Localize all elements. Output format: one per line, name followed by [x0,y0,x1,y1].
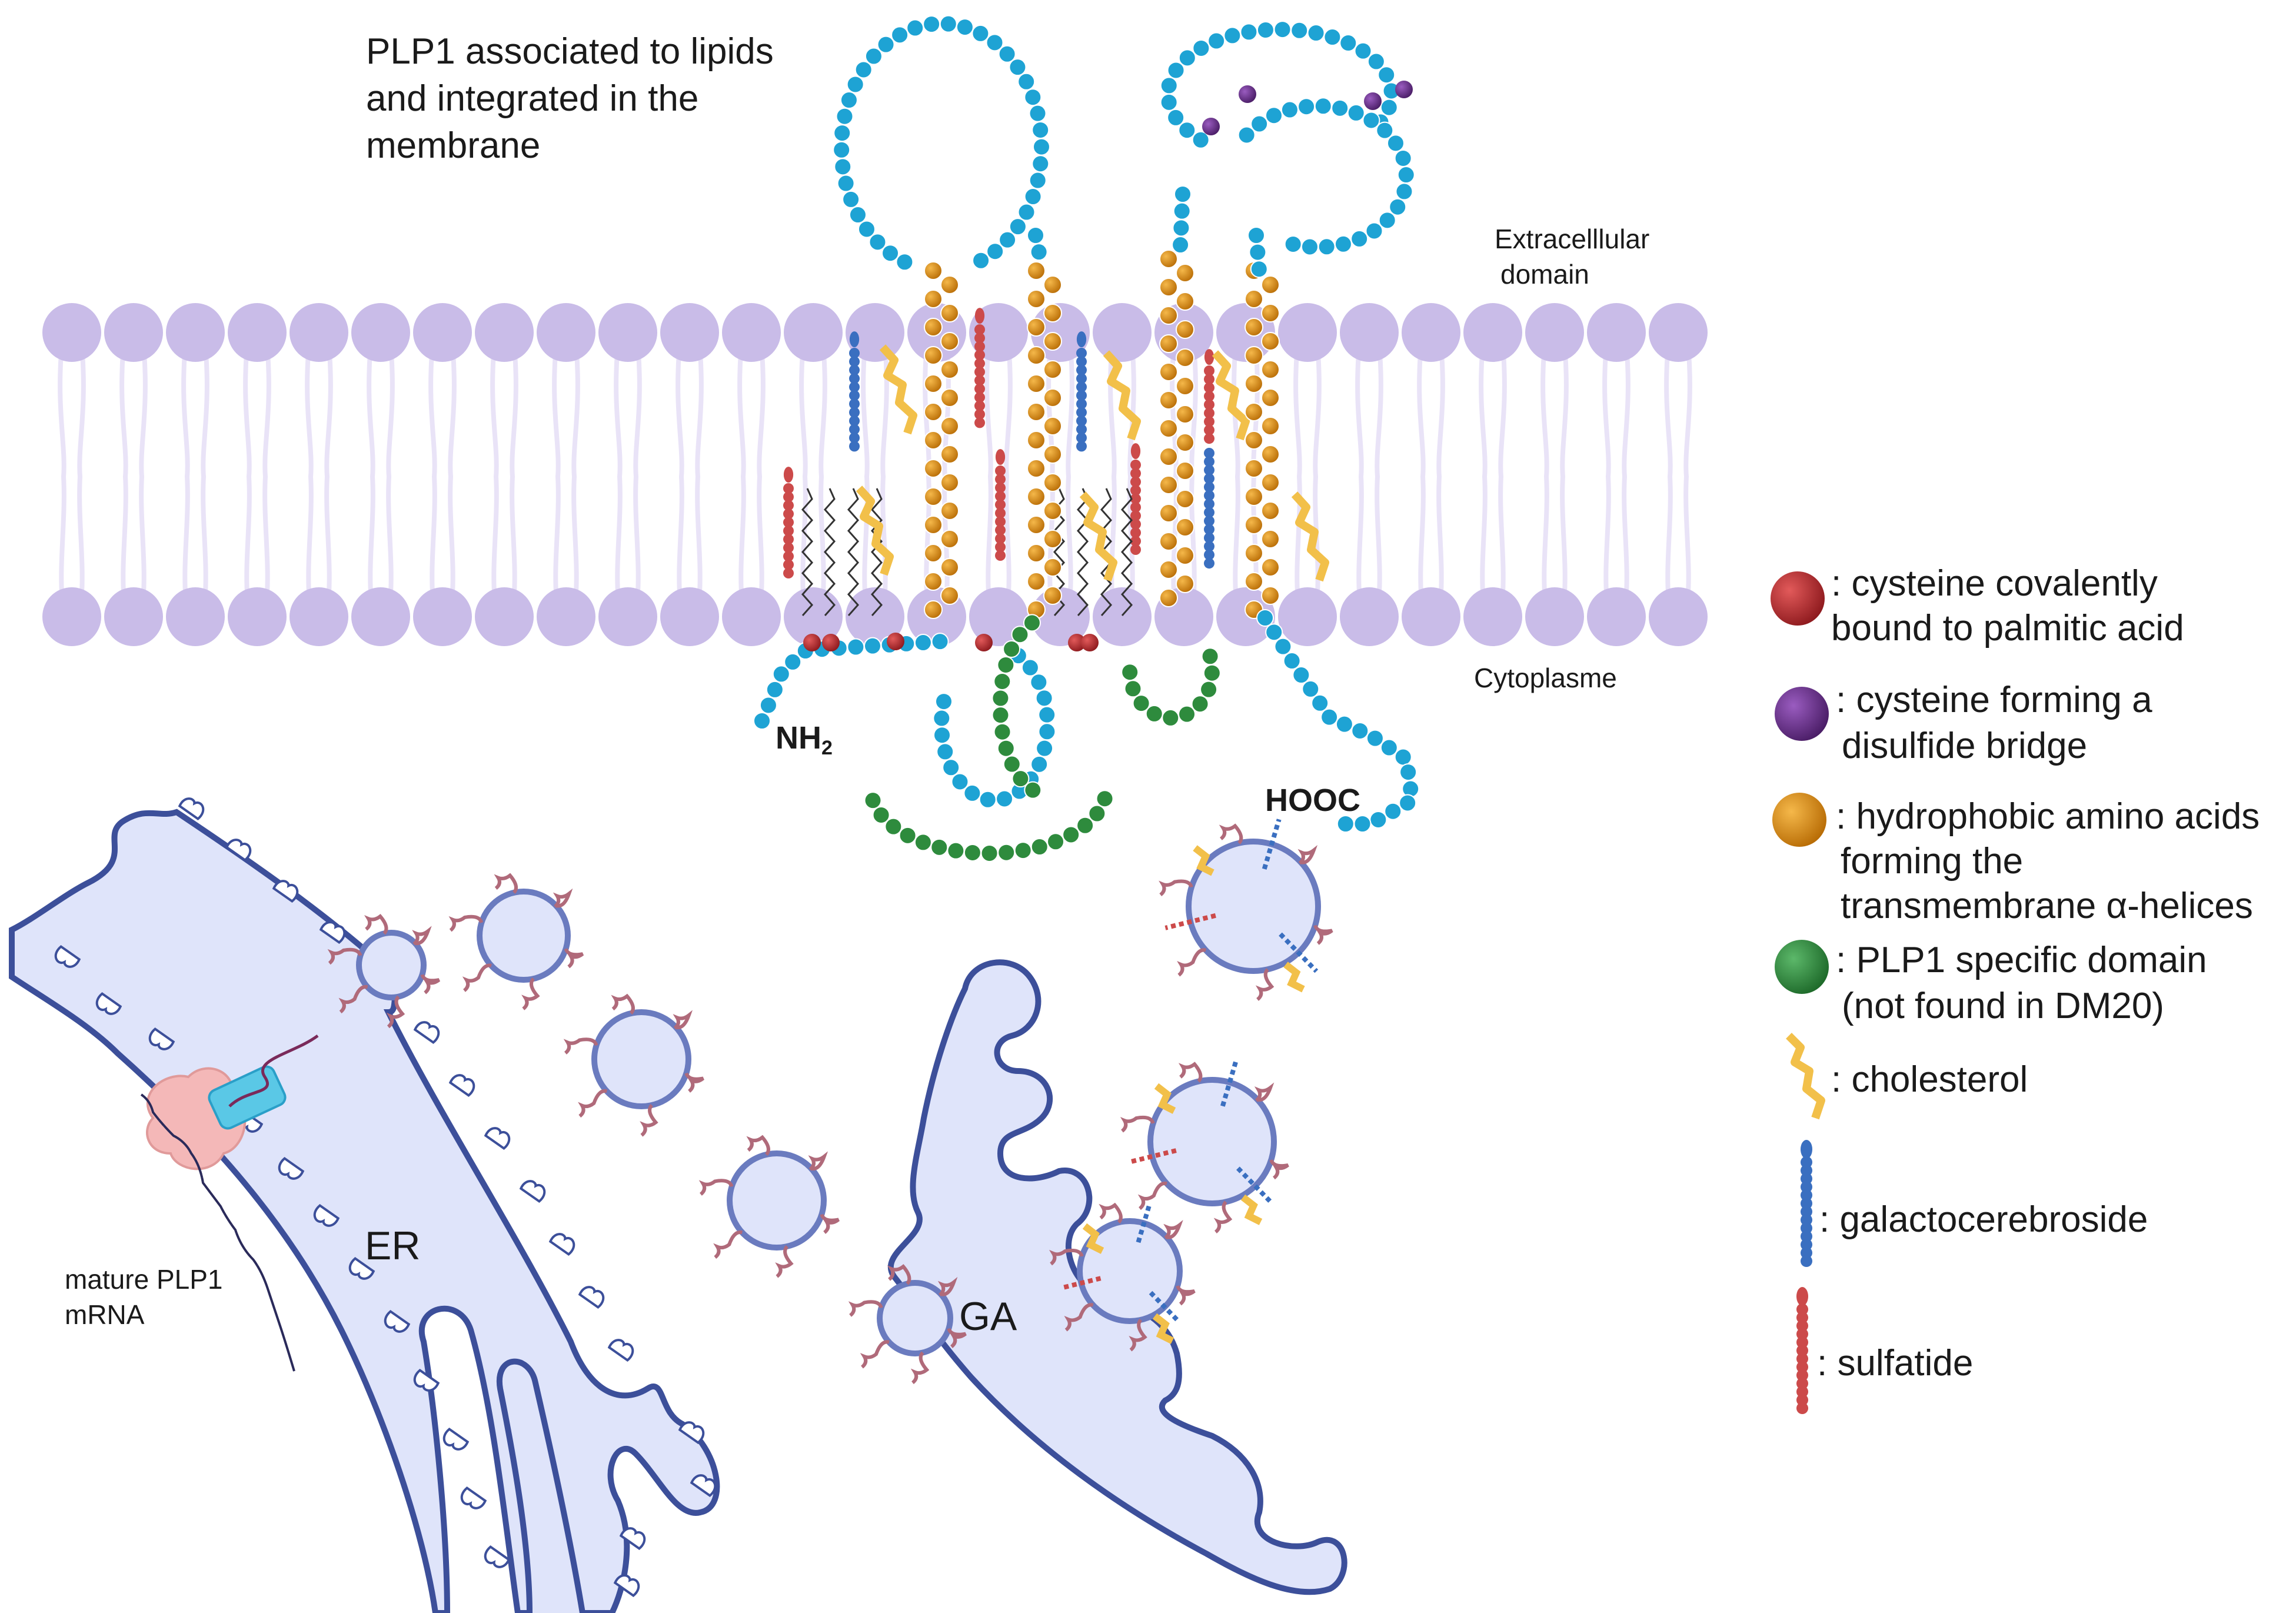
hooc-label: HOOC [1265,783,1360,818]
svg-text:: PLP1 specific domain: : PLP1 specific domain [1836,940,2207,980]
mrna-label-2: mRNA [65,1299,145,1330]
legend-cholesterol-icon [1786,1033,1825,1120]
cytoplasme-label: Cytoplasme [1474,663,1617,693]
lipid-bilayer [42,303,1708,646]
title-line-1: PLP1 associated to lipids [366,31,774,72]
legend-item-plp1-specific: : PLP1 specific domain (not found in DM2… [1775,940,2207,1026]
legend-item-sulfatide: : sulfatide [1796,1287,1973,1414]
svg-text:disulfide bridge: disulfide bridge [1842,726,2087,766]
legend: : cysteine covalently bound to palmitic … [1771,563,2260,1414]
svg-text:(not found in DM20): (not found in DM20) [1842,986,2164,1026]
legend-orange-ball-icon [1772,793,1826,847]
svg-text:forming the: forming the [1841,841,2023,882]
svg-text:: sulfatide: : sulfatide [1817,1343,1973,1383]
legend-galactocerebroside-icon [1801,1140,1812,1267]
er-label: ER [365,1223,420,1268]
er-inner-channel-2 [496,1358,585,1613]
legend-purple-ball-icon [1775,687,1829,741]
legend-item-cysteine-palmitic: : cysteine covalently bound to palmitic … [1771,563,2184,648]
legend-sulfatide-icon [1796,1287,1808,1414]
vesicles [327,819,1333,1385]
extracellular-label-1: Extracelllular [1495,224,1649,254]
ga-label: GA [959,1294,1017,1339]
legend-item-cholesterol: : cholesterol [1786,1033,2028,1120]
legend-green-ball-icon [1775,940,1829,994]
ribosome-complex [140,1034,319,1372]
extracellular-label-2: domain [1500,259,1589,290]
svg-text:: cholesterol: : cholesterol [1831,1059,2028,1100]
plp1-protein-chain [753,15,1420,862]
svg-text:bound to palmitic acid: bound to palmitic acid [1831,608,2184,648]
svg-text:: galactocerebroside: : galactocerebroside [1819,1199,2148,1240]
er-ribosomes [54,797,717,1597]
er-organelle [9,809,720,1613]
title-line-2: and integrated in the [366,78,698,119]
er-inner-channel [418,1305,521,1613]
svg-text:transmembrane α-helices: transmembrane α-helices [1841,886,2253,926]
nh2-label: NH2 [776,720,833,759]
mrna-label-1: mature PLP1 [65,1264,222,1295]
legend-red-ball-icon [1771,571,1825,626]
legend-item-hydrophobic: : hydrophobic amino acids forming the tr… [1772,793,2260,926]
svg-text:: cysteine forming a: : cysteine forming a [1836,680,2152,720]
legend-item-galactocerebroside: : galactocerebroside [1801,1140,2148,1267]
title-line-3: membrane [366,125,540,166]
title-block: PLP1 associated to lipids and integrated… [366,31,774,166]
svg-text:: hydrophobic amino acids: : hydrophobic amino acids [1836,796,2260,837]
membrane-lipids [783,308,1329,616]
legend-item-cysteine-disulfide: : cysteine forming a disulfide bridge [1775,680,2152,766]
organelles [9,797,1347,1613]
svg-text:: cysteine covalently: : cysteine covalently [1831,563,2158,604]
